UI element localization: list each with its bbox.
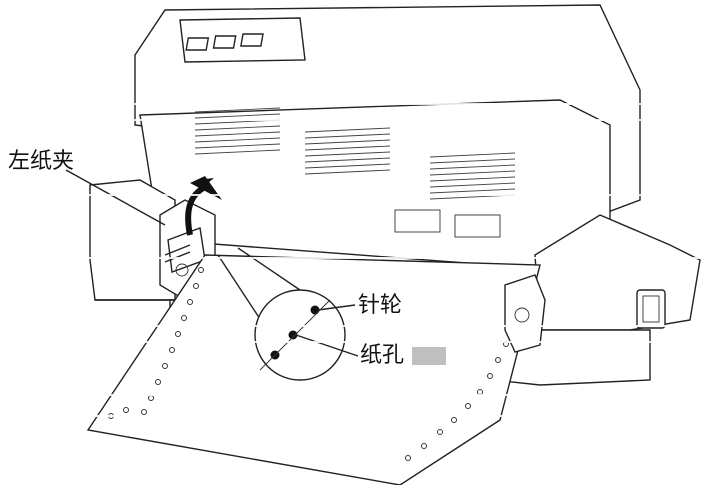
label-pin-wheel: 针轮 [358, 293, 402, 318]
clamp-leader-line [65, 169, 166, 226]
label-paper-hole: 纸孔 [360, 343, 404, 368]
paper-hole-leader-line [295, 334, 359, 357]
gray-block [412, 347, 446, 365]
pin-wheel-leader-line [317, 304, 356, 311]
scan-artifacts [0, 103, 701, 417]
magnifier-callout [217, 247, 346, 381]
paper-holes-left [108, 267, 204, 419]
vent-grille [194, 107, 516, 200]
control-panel [179, 17, 306, 63]
pin-wheel-detail [259, 299, 331, 371]
side-switch [636, 289, 666, 329]
label-left-paper-clamp: 左纸夹 [8, 149, 74, 174]
